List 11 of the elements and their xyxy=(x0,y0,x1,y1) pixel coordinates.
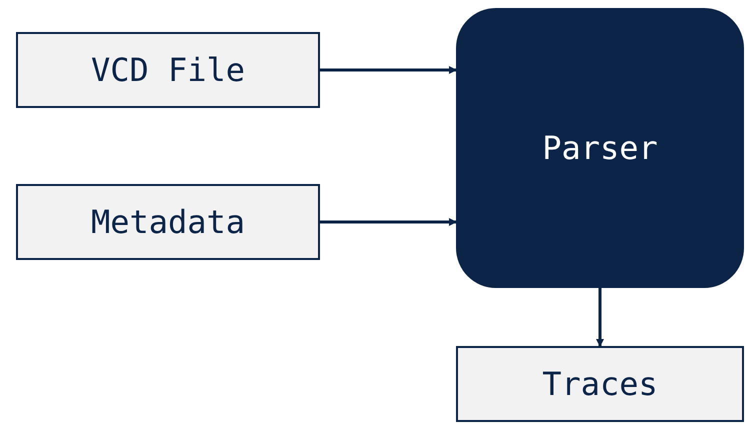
input-box xyxy=(16,32,320,108)
process-box xyxy=(456,8,744,288)
input-box xyxy=(16,184,320,260)
output-box xyxy=(456,346,744,422)
arrow xyxy=(320,218,457,226)
arrow xyxy=(596,288,604,347)
node-label: Parser xyxy=(542,129,658,167)
node-label: VCD File xyxy=(90,51,246,89)
arrow xyxy=(320,66,457,74)
node-label: Traces xyxy=(542,365,658,403)
node-label: Metadata xyxy=(90,203,246,241)
